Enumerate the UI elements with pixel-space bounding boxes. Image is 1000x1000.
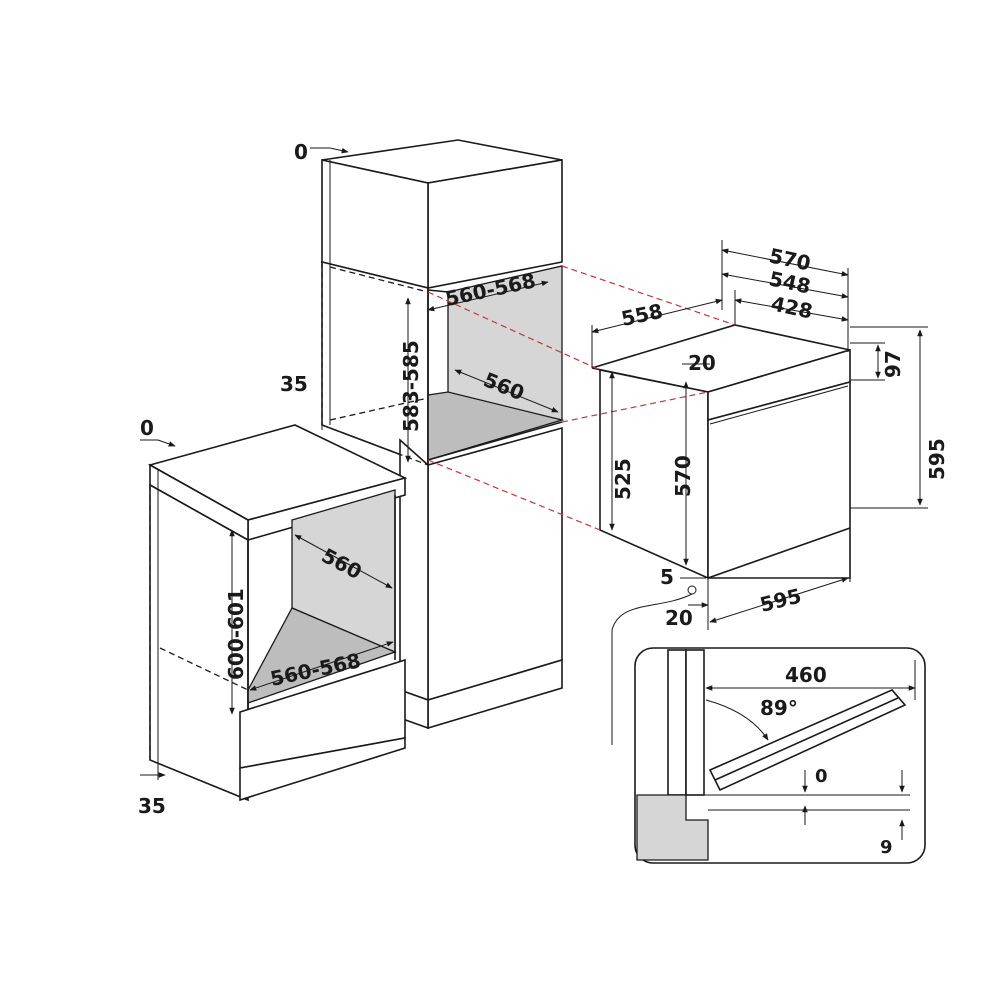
label-lower-bottom-gap: 35 [138, 794, 166, 818]
label-oven-5: 5 [660, 565, 674, 589]
label-oven-525: 525 [611, 458, 635, 500]
label-door-angle: 89° [760, 696, 798, 720]
label-oven-20-front: 20 [665, 606, 693, 630]
tall-cabinet [321, 139, 565, 730]
label-upper-height: 583-585 [399, 340, 423, 432]
label-door-gap-9: 9 [880, 837, 893, 858]
door-detail [634, 647, 926, 864]
label-oven-top-20: 20 [688, 351, 716, 375]
label-lower-height: 600-601 [224, 588, 248, 680]
label-oven-558: 558 [619, 299, 665, 331]
label-upper-side-gap: 35 [280, 372, 308, 396]
label-oven-595-height: 595 [925, 438, 949, 480]
base-cabinet [147, 424, 408, 802]
oven [591, 324, 851, 580]
label-lower-top-gap: 0 [140, 416, 154, 440]
label-oven-570-inner: 570 [671, 455, 695, 497]
dimension-lines [140, 147, 928, 778]
label-door-460: 460 [785, 663, 827, 687]
label-upper-top-gap: 0 [294, 140, 308, 164]
label-door-gap-0: 0 [815, 766, 828, 787]
label-oven-97: 97 [881, 350, 905, 378]
label-oven-595-width: 595 [757, 583, 803, 616]
